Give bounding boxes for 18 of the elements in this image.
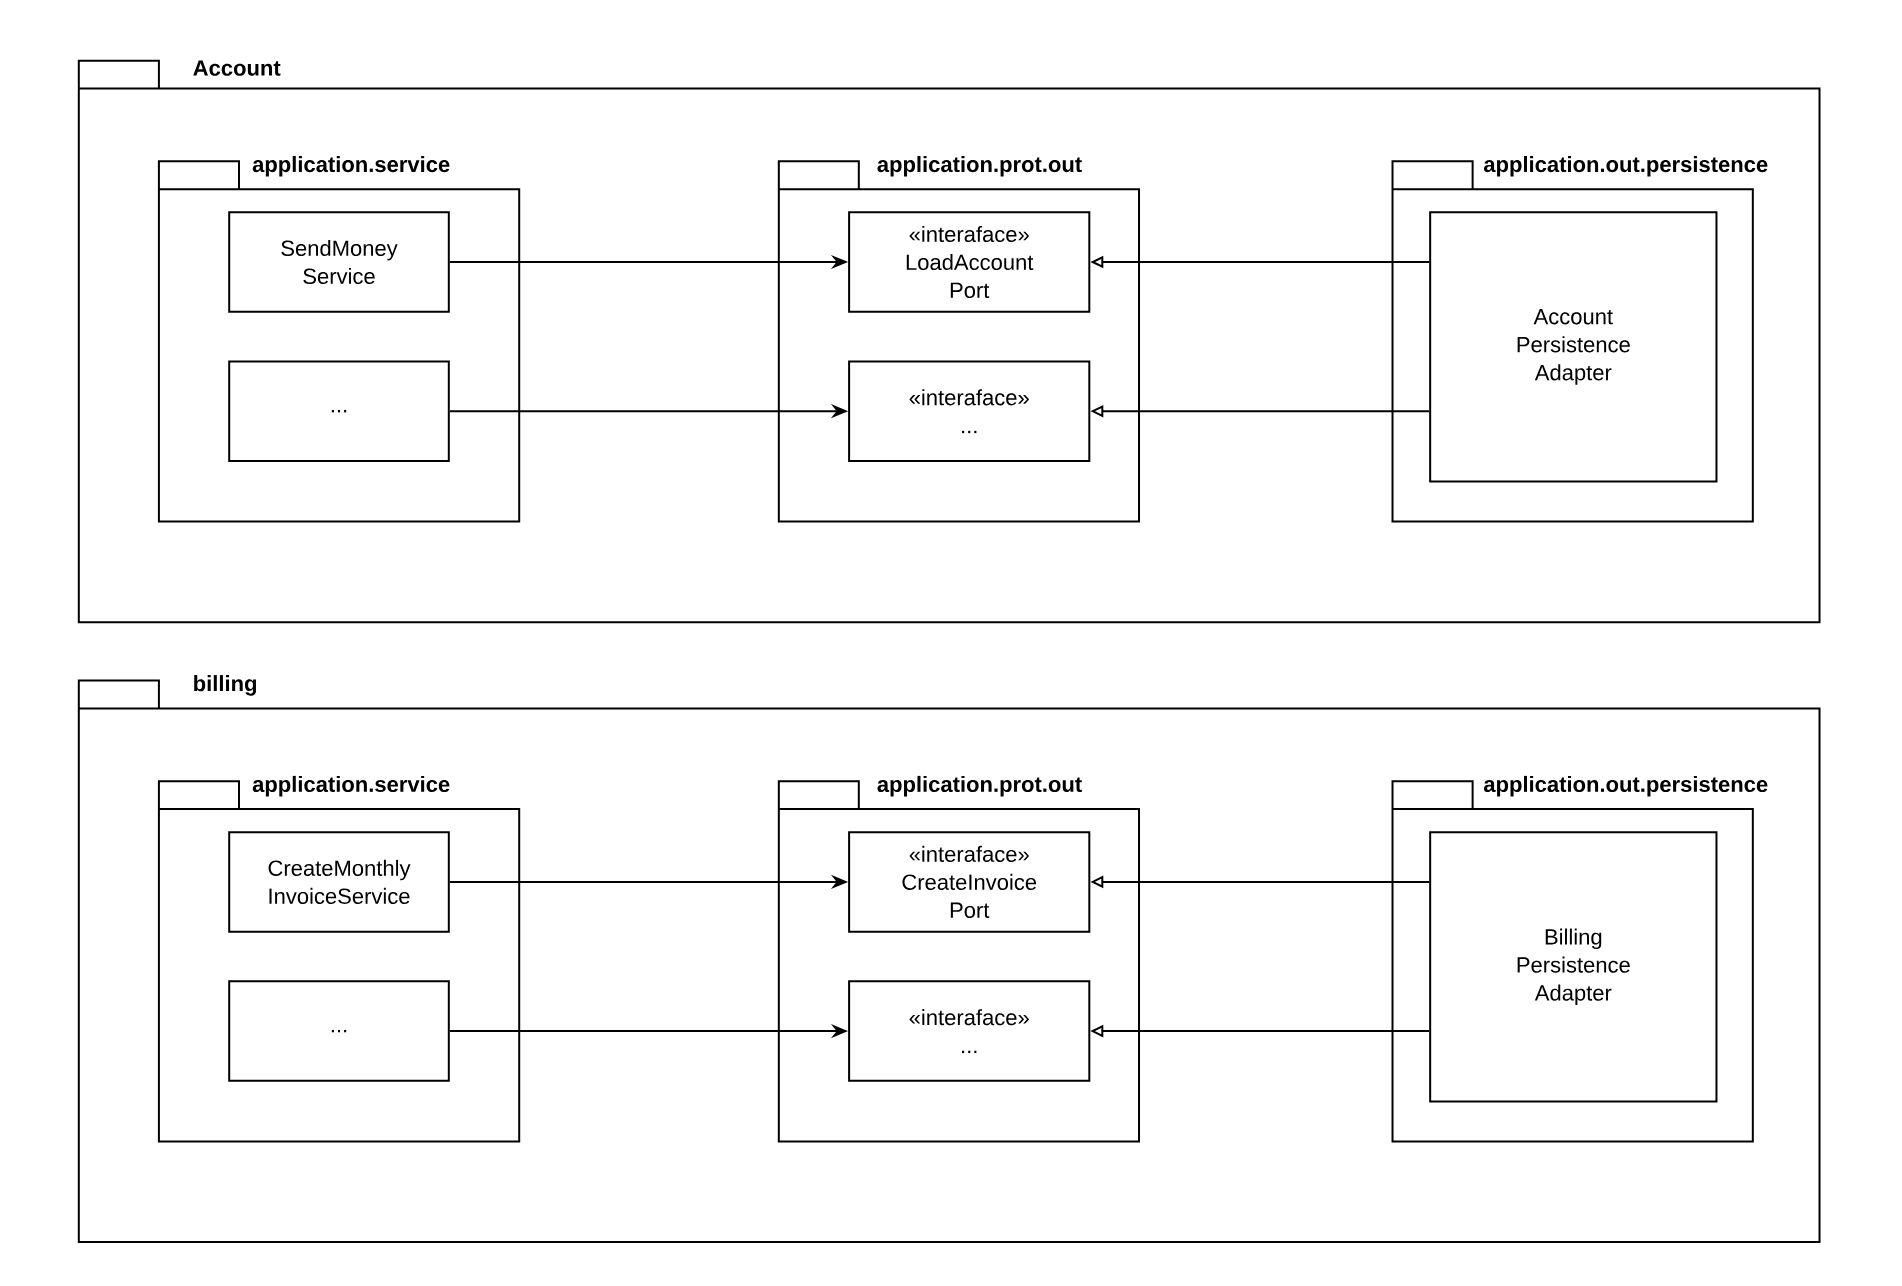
class-box: «interaface» ... [848, 360, 1091, 462]
package-label: application.prot.out [877, 155, 1082, 177]
package-label: application.service [252, 155, 450, 177]
class-box: «interaface» LoadAccount Port [848, 211, 1091, 313]
package-label: application.out.persistence [1483, 775, 1768, 797]
package-label: Account [193, 60, 281, 76]
class-box: «interaface» ... [848, 980, 1091, 1082]
class-box: «interaface» CreateInvoice Port [848, 831, 1091, 933]
class-box: CreateMonthly InvoiceService [228, 831, 450, 933]
class-box: ... [228, 360, 450, 462]
package-label: application.service [252, 775, 450, 797]
package-label: application.out.persistence [1483, 155, 1768, 177]
class-box: Billing Persistence Adapter [1429, 831, 1718, 1103]
class-box: Account Persistence Adapter [1429, 211, 1718, 483]
class-box: SendMoney Service [228, 211, 450, 313]
package-label: application.prot.out [877, 775, 1082, 797]
package-label: billing [194, 675, 256, 696]
class-box: ... [228, 980, 450, 1082]
